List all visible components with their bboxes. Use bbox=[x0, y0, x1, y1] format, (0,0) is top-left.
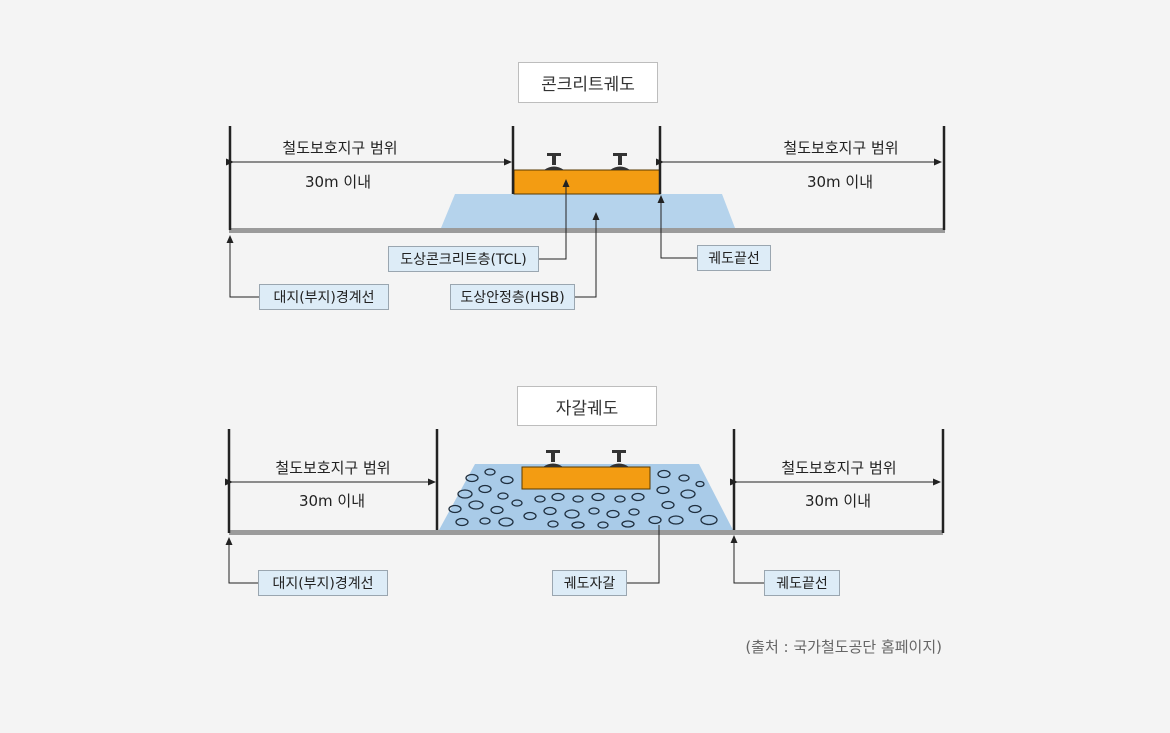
ground-line bbox=[229, 530, 943, 535]
concrete-track-section bbox=[226, 126, 946, 298]
ballast-track-section bbox=[225, 429, 945, 584]
sleeper bbox=[521, 466, 651, 490]
protection-zone-label: 철도보호지구 범위 bbox=[275, 459, 391, 477]
leader-line bbox=[575, 212, 600, 298]
track-edge-callout: 궤도끝선 bbox=[764, 570, 840, 596]
concrete-track-title: 콘크리트궤도 bbox=[518, 62, 658, 103]
hsb-callout: 도상안정층(HSB) bbox=[450, 284, 575, 310]
rail-icon bbox=[544, 153, 630, 170]
zone-distance: 30m 이내 bbox=[806, 173, 874, 191]
ground-line bbox=[229, 228, 945, 233]
track-edge-callout: 궤도끝선 bbox=[697, 245, 771, 271]
gravel-stones bbox=[448, 468, 718, 529]
protection-zone-label: 철도보호지구 범위 bbox=[282, 139, 398, 157]
gravel-callout: 궤도자갈 bbox=[552, 570, 627, 596]
protection-zone-label: 철도보호지구 범위 bbox=[781, 459, 897, 477]
source-credit: (출처 : 국가철도공단 홈페이지) bbox=[745, 638, 942, 656]
leader-line bbox=[225, 537, 258, 584]
zone-distance: 30m 이내 bbox=[298, 492, 366, 510]
boundary-callout: 대지(부지)경계선 bbox=[258, 570, 388, 596]
leader-line bbox=[657, 195, 697, 259]
rail-icon bbox=[543, 450, 629, 467]
tcl-callout: 도상콘크리트층(TCL) bbox=[388, 246, 539, 272]
zone-distance: 30m 이내 bbox=[804, 492, 872, 510]
leader-line bbox=[730, 535, 764, 584]
stabilization-layer bbox=[441, 194, 735, 228]
protection-zone-label: 철도보호지구 범위 bbox=[783, 139, 899, 157]
boundary-callout: 대지(부지)경계선 bbox=[259, 284, 389, 310]
zone-distance: 30m 이내 bbox=[304, 173, 372, 191]
leader-line bbox=[539, 179, 570, 260]
leader-line bbox=[627, 525, 660, 584]
leader-line bbox=[226, 235, 259, 298]
ballast-track-title: 자갈궤도 bbox=[517, 386, 657, 426]
concrete-layer bbox=[513, 169, 661, 195]
